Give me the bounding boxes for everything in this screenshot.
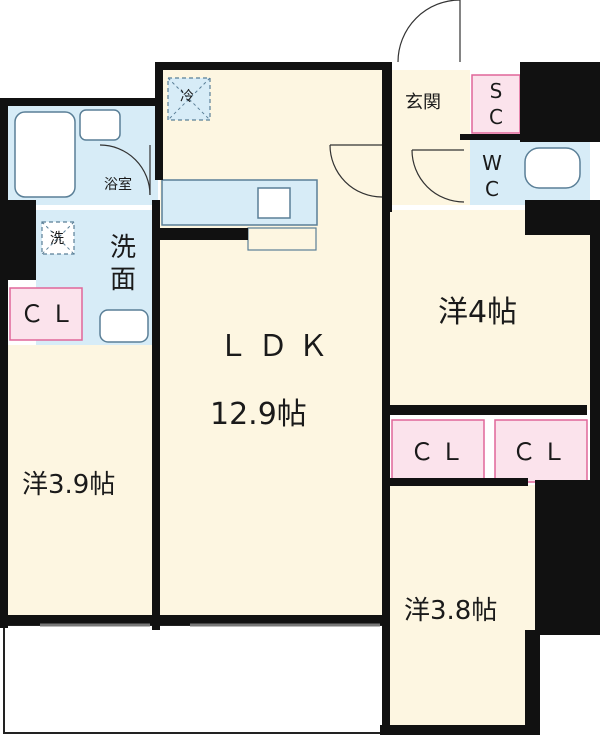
room-4-label: 洋4帖 <box>438 295 518 330</box>
closet-right-box <box>494 419 588 483</box>
room-4-floor <box>390 210 590 410</box>
kitchen-sink <box>257 187 291 219</box>
kitchen-counter <box>161 179 318 226</box>
bath-label: 浴室 <box>104 177 132 193</box>
ldk-label: ＬＤＫ <box>218 329 338 364</box>
closet-right-label: ＣＬ <box>512 438 572 466</box>
closet-middle-box <box>391 419 485 483</box>
room-39-floor <box>8 345 156 625</box>
entrance-door-arc <box>397 0 461 63</box>
entrance-floor <box>390 70 470 205</box>
closet-left-label: ＣＬ <box>20 300 80 328</box>
room-38-floor <box>390 485 535 725</box>
balcony <box>3 624 385 734</box>
closet-middle-label: ＣＬ <box>410 438 470 466</box>
washer-label: 洗 <box>50 231 64 247</box>
bath-basin <box>79 109 121 141</box>
bathtub <box>14 111 76 198</box>
ldk-size-label: 12.9帖 <box>210 397 307 432</box>
walls <box>0 62 600 735</box>
toilet-bowl <box>524 147 581 189</box>
bath-door-arc <box>99 144 151 196</box>
toilet-door-arc <box>411 149 465 203</box>
refrigerator-label: 冷 <box>180 89 194 105</box>
washroom-label: 洗面 <box>109 233 136 295</box>
entrance-label: 玄関 <box>405 92 441 113</box>
closet-sc-box <box>471 74 521 134</box>
kitchen-counter-lower <box>247 227 317 251</box>
room-38-label: 洋3.8帖 <box>404 596 498 626</box>
room-39-label: 洋3.9帖 <box>22 470 116 500</box>
closet-left-box <box>9 287 83 341</box>
ldk-door-arc <box>329 144 383 198</box>
ldk-floor <box>160 70 385 625</box>
wash-basin <box>99 309 149 343</box>
